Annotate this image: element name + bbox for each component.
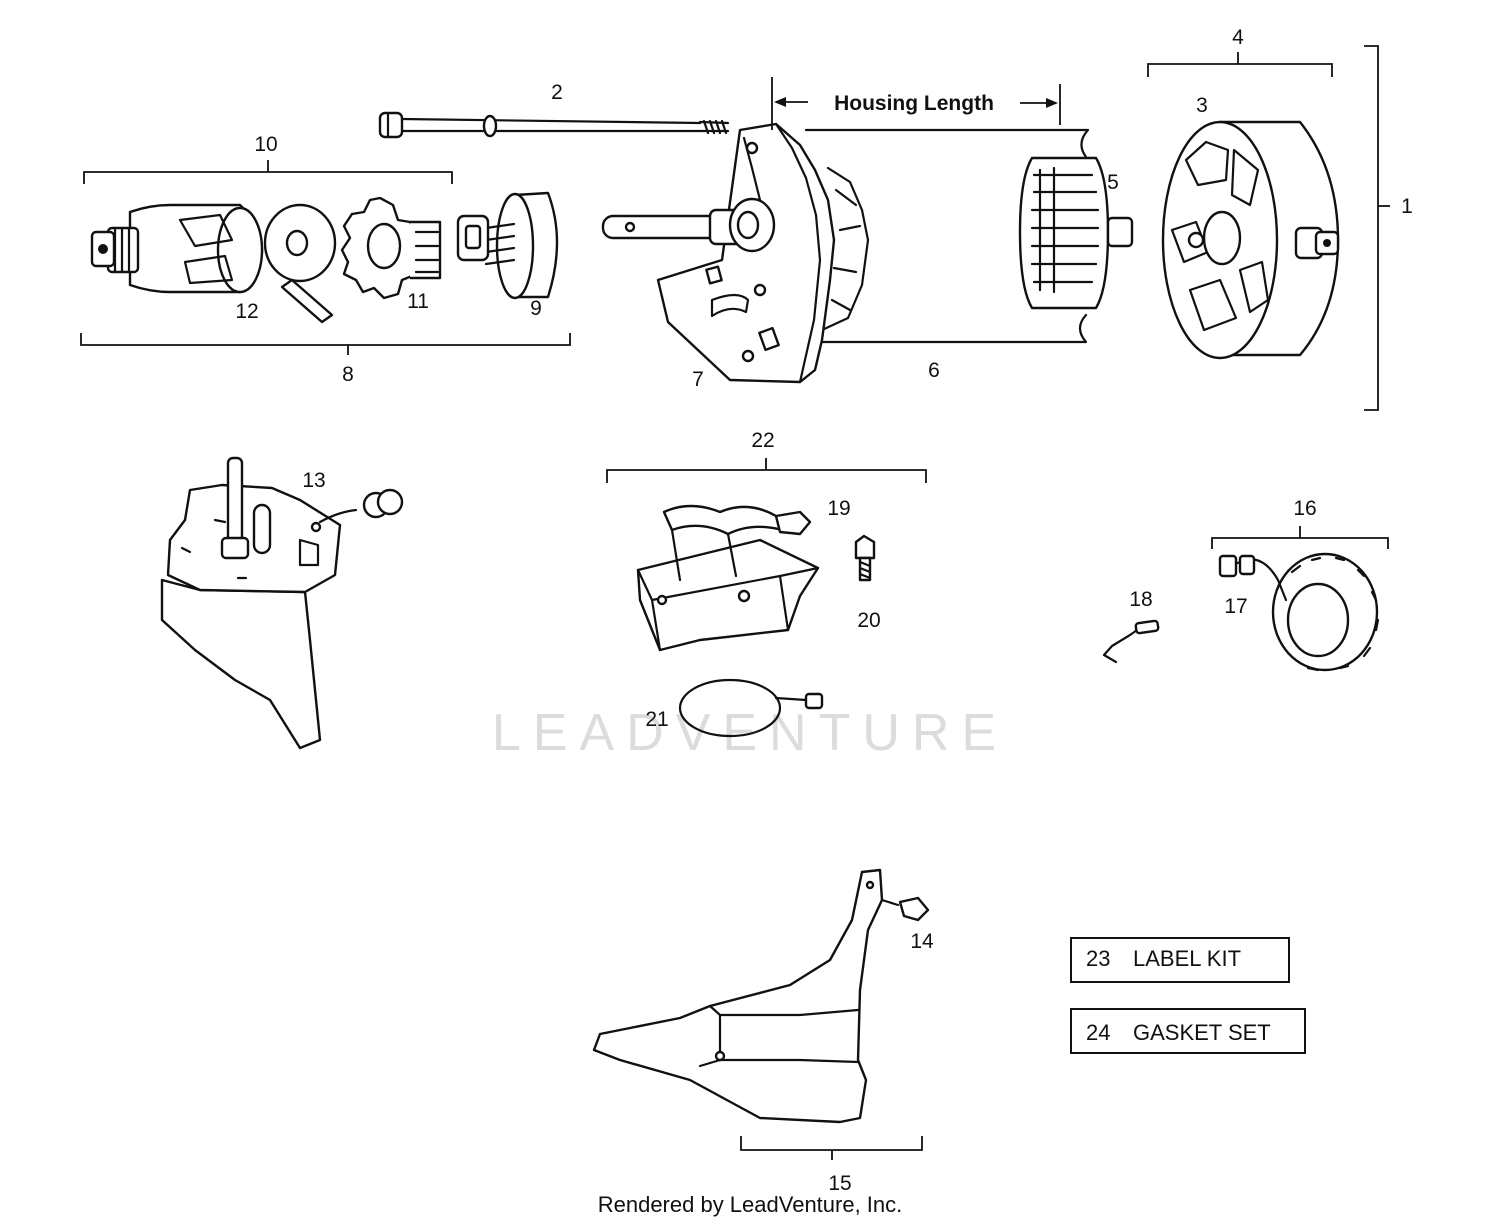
callout-11: 11 (407, 290, 429, 313)
gasket-set-label: GASKET SET (1133, 1020, 1271, 1045)
watermark: LEADVENTURE (492, 704, 1008, 762)
callout-19: 19 (827, 497, 850, 520)
gasket-set-box: 24 GASKET SET (1070, 1008, 1306, 1054)
callout-10: 10 (254, 133, 277, 156)
armature-commutator (1018, 156, 1134, 310)
callout-5: 5 (1107, 171, 1119, 194)
bracket-22 (606, 458, 927, 483)
rectifier-assembly (636, 504, 876, 652)
blower-housing-shroud (592, 868, 930, 1124)
drive-head-assembly (90, 203, 264, 294)
callout-7: 7 (692, 368, 704, 391)
callout-22: 22 (751, 429, 774, 452)
engine-mount-bracket (160, 456, 404, 750)
housing-length-label: Housing Length (834, 92, 994, 115)
callout-18: 18 (1129, 588, 1152, 611)
callout-15: 15 (828, 1172, 851, 1195)
drive-key-pin (280, 278, 334, 324)
wire-harness-loop (678, 678, 824, 738)
housing-length-dimension (771, 77, 1061, 130)
callout-8: 8 (342, 363, 354, 386)
stator-assembly (1218, 552, 1380, 672)
through-bolt (378, 111, 730, 139)
callout-6: 6 (928, 359, 940, 382)
callout-3: 3 (1196, 94, 1208, 117)
credit-line: Rendered by LeadVenture, Inc. (598, 1192, 903, 1217)
gasket-set-number: 24 (1086, 1020, 1110, 1045)
bracket-1 (1364, 45, 1390, 411)
bracket-16 (1211, 526, 1389, 549)
label-kit-number: 23 (1086, 946, 1110, 971)
pinion-gear (340, 196, 442, 300)
callout-13: 13 (302, 469, 325, 492)
bracket-4 (1147, 52, 1333, 77)
callout-4: 4 (1232, 26, 1244, 49)
drive-end-housing (601, 122, 1090, 384)
bracket-8 (80, 333, 571, 355)
callout-14: 14 (910, 930, 934, 953)
callout-1: 1 (1401, 195, 1413, 218)
wire-lead (1102, 619, 1160, 664)
commutator-end-cap (1161, 120, 1340, 360)
callout-16: 16 (1293, 497, 1316, 520)
callout-9: 9 (530, 297, 542, 320)
callout-20: 20 (857, 609, 880, 632)
callout-2: 2 (551, 81, 563, 104)
thrust-washer (263, 203, 337, 283)
callout-12: 12 (235, 300, 258, 323)
callout-17: 17 (1224, 595, 1247, 618)
bracket-10 (83, 160, 453, 184)
label-kit-box: 23 LABEL KIT (1070, 937, 1290, 983)
drive-clutch (456, 191, 559, 300)
bracket-15 (740, 1136, 923, 1160)
label-kit-label: LABEL KIT (1133, 946, 1241, 971)
callout-21: 21 (645, 708, 668, 731)
